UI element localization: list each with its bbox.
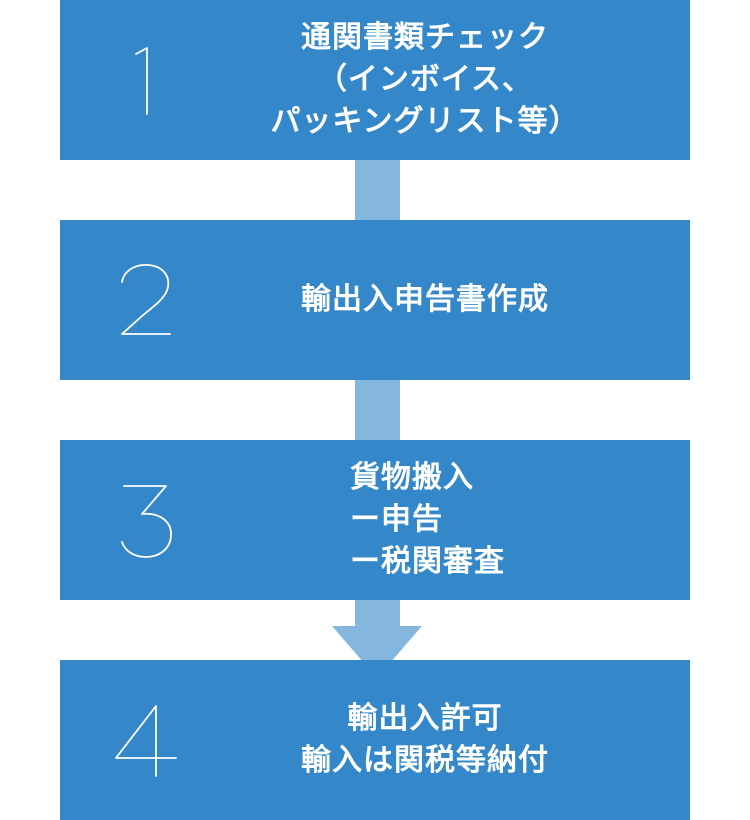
- step-1-line-1: 通関書類チェック: [301, 20, 549, 55]
- step-number-4: 4: [90, 660, 200, 820]
- step-4-box: 4 輸出入許可 輸入は関税等納付: [60, 660, 690, 820]
- step-number-1: 1: [90, 0, 200, 160]
- step-2-label: 輸出入申告書作成: [220, 220, 630, 380]
- digit-3-glyph: [121, 485, 172, 558]
- step-1-box: 1 通関書類チェック （インボイス、 パッキングリスト等）: [60, 0, 690, 160]
- step-3-line-3: ー税関審査: [350, 544, 505, 579]
- step-1-line-2: （インボイス、: [316, 62, 534, 97]
- step-3-box: 3 貨物搬入 ー申告 ー税関審査: [60, 440, 690, 600]
- connector-1-2: [355, 160, 400, 220]
- step-3-line-2: ー申告: [350, 502, 443, 537]
- step-2-line-1: 輸出入申告書作成: [301, 282, 549, 317]
- digit-4-glyph: [115, 705, 177, 777]
- step-number-2: 2: [90, 220, 200, 380]
- digit-2-glyph: [121, 264, 171, 335]
- step-4-label: 輸出入許可 輸入は関税等納付: [220, 660, 630, 820]
- step-3-line-1: 貨物搬入: [350, 460, 474, 495]
- step-4-line-2: 輸入は関税等納付: [301, 743, 549, 778]
- step-4-line-1: 輸出入許可: [347, 701, 503, 736]
- step-2-box: 2 輸出入申告書作成: [60, 220, 690, 380]
- connector-2-3: [355, 380, 400, 440]
- step-3-label: 貨物搬入 ー申告 ー税関審査: [350, 440, 505, 600]
- step-number-3: 3: [90, 440, 200, 600]
- digit-1-glyph: [135, 47, 148, 115]
- connector-3-4: [355, 600, 400, 627]
- step-1-line-3: パッキングリスト等）: [270, 104, 580, 139]
- step-1-label: 通関書類チェック （インボイス、 パッキングリスト等）: [220, 0, 630, 160]
